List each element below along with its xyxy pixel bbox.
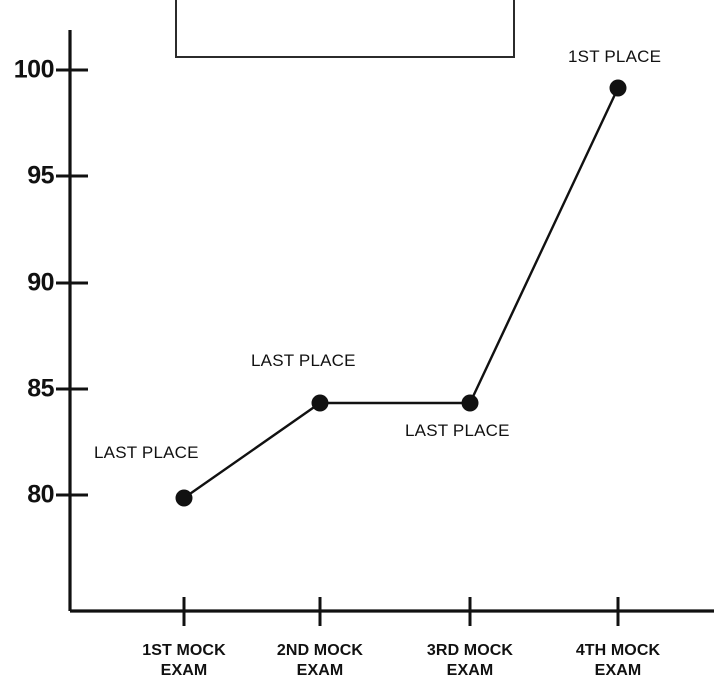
data-point [609,79,627,97]
x-axis-tick-label-line1: 4TH MOCK [575,642,661,659]
x-axis-tick-label-line2: EXAM [160,662,208,679]
y-axis-tick-label: 85 [27,374,54,403]
data-point-annotation: LAST PLACE [94,443,199,462]
x-axis-tick-label-line2: EXAM [594,662,642,679]
data-point-annotation: LAST PLACE [251,351,356,370]
y-axis-tick-label: 90 [27,268,54,297]
y-axis-ticks [56,68,88,497]
x-axis-tick-label-line2: EXAM [296,662,344,679]
x-axis-tick-label-line2: EXAM [446,662,494,679]
y-axis-tick-label: 95 [27,161,54,190]
data-point-annotation: 1ST PLACE [568,47,662,66]
data-point-markers [175,79,627,507]
y-axis-tick-label: 100 [13,55,55,84]
data-point [461,394,479,412]
data-point [175,489,193,507]
legend-box [175,0,515,58]
x-axis-tick-label: 1ST MOCK EXAM [114,641,254,681]
x-axis-tick-label-line1: 2ND MOCK [276,642,364,659]
y-axis-tick-label: 80 [27,480,54,509]
x-axis-tick-label-line1: 3RD MOCK [426,642,514,659]
x-axis-tick-label: 2ND MOCK EXAM [250,641,390,681]
x-axis-tick-label-line1: 1ST MOCK [142,642,226,659]
x-axis-tick-label: 3RD MOCK EXAM [400,641,540,681]
x-axis-ticks [182,597,620,626]
x-axis-tick-label: 4TH MOCK EXAM [548,641,688,681]
data-line [182,86,620,500]
data-point-annotation: LAST PLACE [405,421,510,440]
data-point [311,394,329,412]
